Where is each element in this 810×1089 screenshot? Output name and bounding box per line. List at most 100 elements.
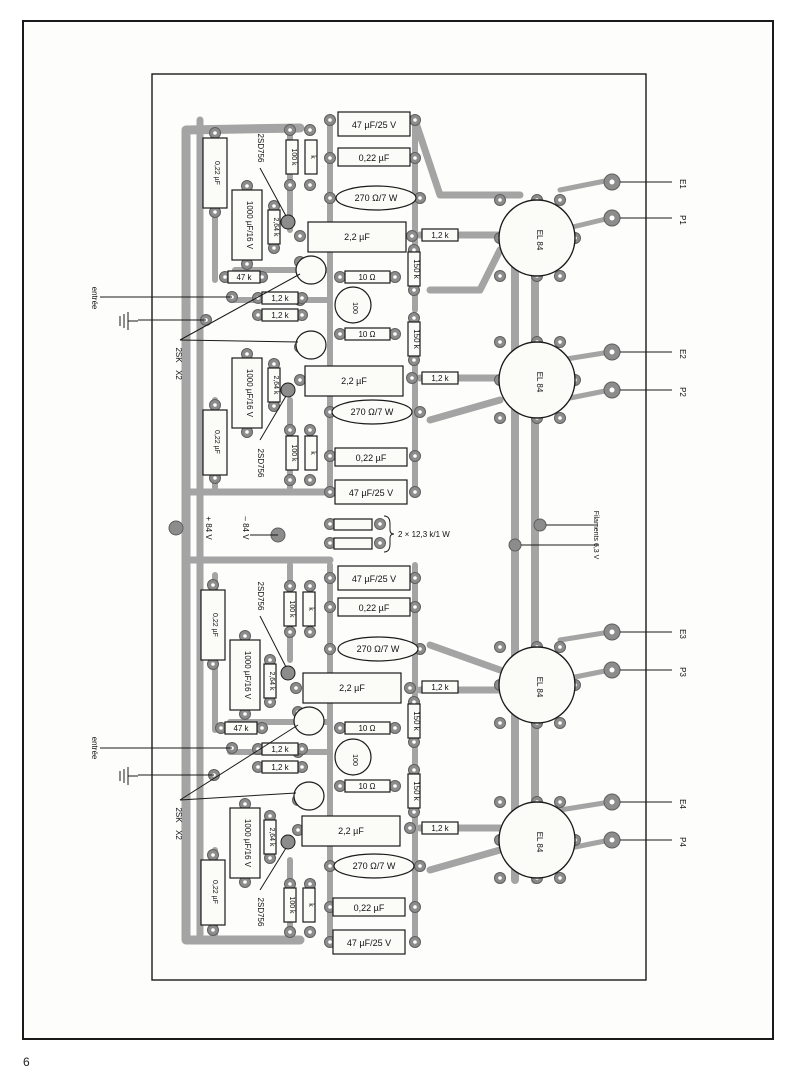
pad-hole (338, 332, 342, 336)
pad-hole (288, 183, 292, 187)
input-label: entrée (90, 287, 99, 310)
label-E2: E2 (678, 349, 687, 359)
cap-22-label: 2,2 µF (339, 683, 365, 693)
pad-hole (243, 712, 247, 716)
label-P2: P2 (678, 387, 687, 397)
pad-hole (328, 156, 332, 160)
transistor-callouts: 2SD756 2SD756 2SD756 2SD756 2SK X2 2SK X… (174, 134, 301, 927)
res-150k-label: 150 k (412, 259, 421, 280)
pad-hole (413, 156, 417, 160)
transistor-2sk-label: 2SK (174, 807, 183, 823)
res-12k-label: 1,2 k (431, 824, 449, 833)
res-k-label: k (307, 903, 314, 907)
pad-hole (328, 410, 332, 414)
pad-hole (213, 131, 217, 135)
res-150k-label: 150 k (412, 329, 421, 350)
pad-hole (245, 352, 249, 356)
pad-hole (328, 940, 332, 944)
pad-hole (298, 378, 302, 382)
tube-label: EL 84 (535, 832, 544, 853)
channel-2-components: 47 µF/25 V 0,22 µF 270 Ω/7 W 2,2 µF 1,2 … (200, 565, 459, 955)
pad-hole (288, 428, 292, 432)
cap-47uF-label: 47 µF/25 V (347, 938, 391, 948)
pad-hole (338, 784, 342, 788)
res-12k-label: 1,2 k (431, 683, 449, 692)
tube-v4: EL 84 (498, 801, 576, 879)
res-12k-label: 1,2 k (431, 231, 449, 240)
pad-hole (288, 630, 292, 634)
res-264k-label: 2,64 k (272, 375, 279, 395)
pad-hole (412, 740, 416, 744)
pad-hole (413, 118, 417, 122)
res-12k-label: 1,2 k (431, 374, 449, 383)
pad-hole (213, 403, 217, 407)
label-E3: E3 (678, 629, 687, 639)
label-P4: P4 (678, 837, 687, 847)
pad-hole (245, 262, 249, 266)
pad-hole (558, 800, 562, 804)
res-k-label: k (307, 607, 314, 611)
pad-hole (498, 645, 502, 649)
tube-label: EL 84 (535, 230, 544, 251)
pad-hole (219, 726, 223, 730)
pad-hole (308, 630, 312, 634)
pad-hole (328, 605, 332, 609)
pad-hole (418, 864, 422, 868)
cap-1000-label: 1000 µF/16 V (245, 201, 254, 250)
res-100k-label: 100 k (290, 444, 297, 462)
pad-hole (300, 313, 304, 317)
res-10-label: 10 Ω (358, 724, 375, 733)
pad-hole (272, 404, 276, 408)
res-264k-label: 2,64 k (268, 827, 275, 847)
pad-hole (498, 274, 502, 278)
res-270-label: 270 Ω/7 W (355, 193, 398, 203)
pad-hole (378, 541, 382, 545)
pad-hole (558, 198, 562, 202)
res-10-label: 10 Ω (358, 330, 375, 339)
pad-hole (308, 882, 312, 886)
res-150k-label: 150 k (412, 711, 421, 732)
res-47k-label: 47 k (236, 273, 252, 282)
cap-small-022-label: 0,22 µF (211, 880, 218, 904)
pad-hole (268, 814, 272, 818)
pad-hole (260, 275, 264, 279)
pad-hole (308, 428, 312, 432)
pad-hole (268, 700, 272, 704)
pad-hole (211, 583, 215, 587)
pad-hole (498, 198, 502, 202)
pad-hole (245, 430, 249, 434)
channel-1-components: 47 µF/25 V 0,22 µF 270 Ω/7 W 2,2 µF 1,2 … (202, 111, 459, 550)
pad-hole (418, 647, 422, 651)
pad-hole (328, 647, 332, 651)
transistor-2sd756-label: 2SD756 (256, 898, 265, 927)
pad-hole (256, 313, 260, 317)
pad-hole (308, 584, 312, 588)
supply-connections: + 84 V – 84 V 2 × 12,3 k/1 W Filaments 6… (204, 511, 599, 560)
pad-hole (338, 275, 342, 279)
pad-hole (288, 478, 292, 482)
pad-hole (288, 584, 292, 588)
res-100k-label: 100 k (288, 896, 295, 914)
pad-hole (498, 721, 502, 725)
pad-hole (413, 454, 417, 458)
tube-v1: EL 84 (498, 199, 576, 277)
res-264k-label: 2,64 k (268, 671, 275, 691)
pad-hole (558, 721, 562, 725)
pad-hole (268, 856, 272, 860)
transistor-x2-label: X2 (174, 830, 183, 840)
pad-hole (298, 234, 302, 238)
pad-hole (245, 184, 249, 188)
pad-hole (300, 747, 304, 751)
pad-hole (268, 658, 272, 662)
cap-022-label: 0,22 µF (359, 153, 390, 163)
res-10-label: 10 Ω (358, 273, 375, 282)
label-E4: E4 (678, 799, 687, 809)
pad-hole (498, 800, 502, 804)
pad-hole (393, 784, 397, 788)
pad-hole (412, 316, 416, 320)
cap-47uF-label: 47 µF/25 V (349, 488, 393, 498)
cap-47uF-label: 47 µF/25 V (352, 120, 396, 130)
cap-22-label: 2,2 µF (344, 232, 370, 242)
pad-hole (418, 196, 422, 200)
